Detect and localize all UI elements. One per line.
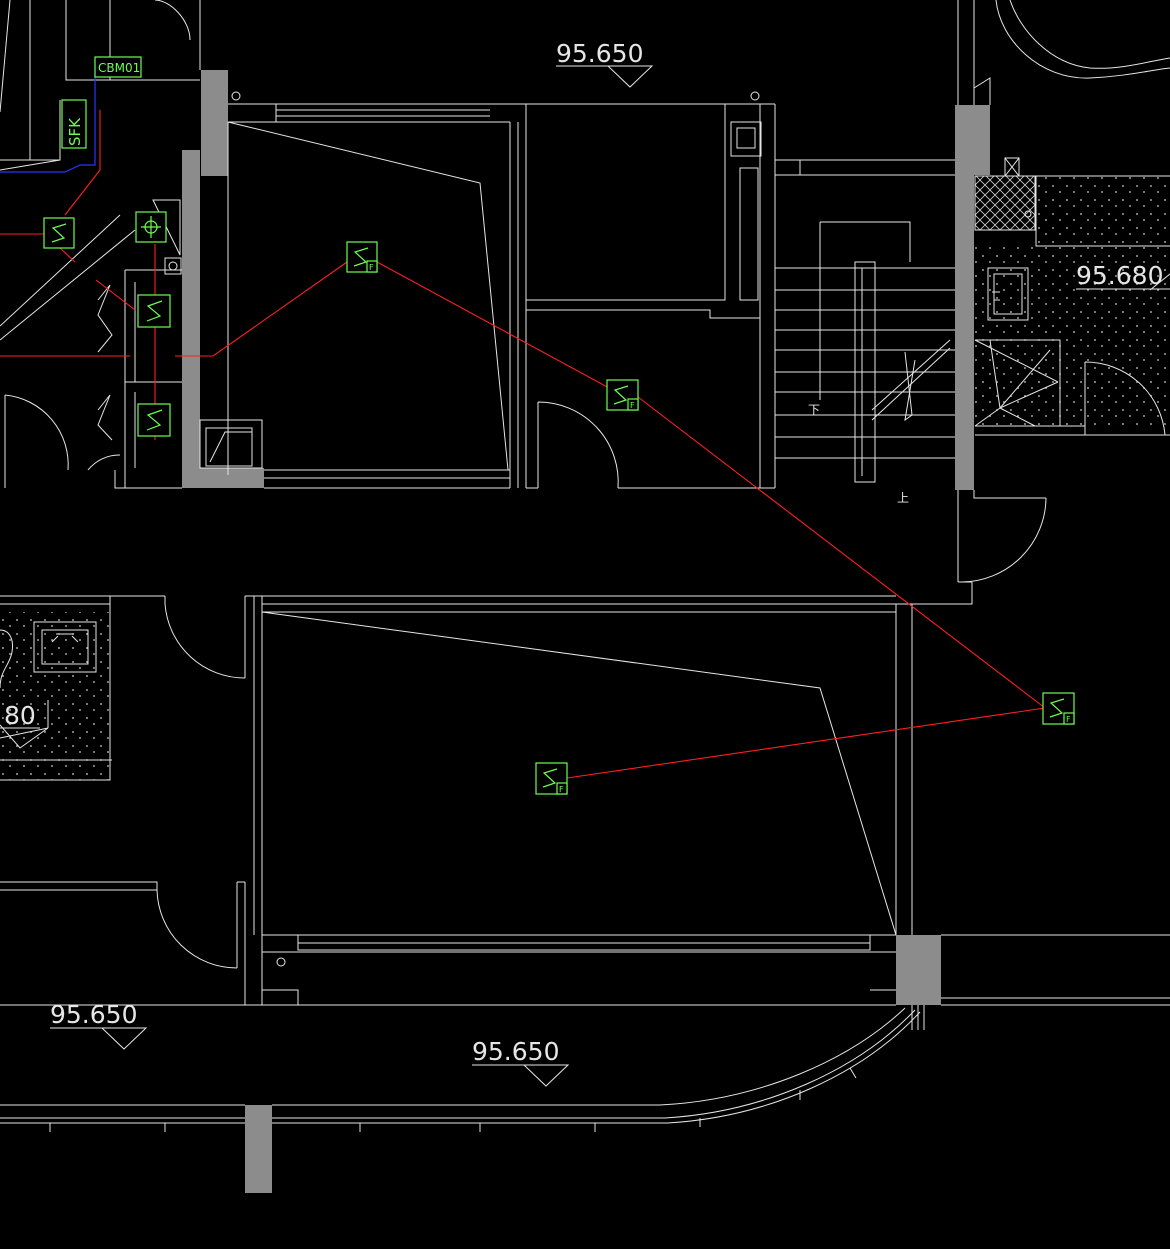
device-symbols: F F F F bbox=[43, 211, 1075, 795]
level-bottom-center-text: 95.650 bbox=[472, 1037, 559, 1066]
stair: 下 上 bbox=[775, 159, 955, 505]
alarm-device-icon[interactable] bbox=[135, 211, 167, 243]
smoke-detector-f-icon[interactable]: F bbox=[346, 241, 378, 273]
level-bottom-left-text: 95.650 bbox=[50, 1000, 137, 1029]
level-marker-left-partial: 80 bbox=[0, 701, 40, 730]
detector-suffix: F bbox=[369, 263, 374, 272]
level-marker-bottom-center: 95.650 bbox=[472, 1037, 570, 1087]
smoke-detector-icon[interactable] bbox=[137, 403, 171, 437]
elevator-shaft bbox=[525, 103, 776, 489]
curved-balcony bbox=[0, 1005, 925, 1132]
wall-columns bbox=[182, 70, 990, 1193]
top-left-room bbox=[199, 91, 775, 489]
cbm-tag-label: CBM01 bbox=[98, 61, 140, 75]
fire-alarm-wiring bbox=[0, 60, 1046, 779]
detector-suffix: F bbox=[630, 401, 635, 410]
level-markers: 95.650 95.680 80 95.650 95.650 bbox=[0, 39, 1170, 1087]
mid-left-doors bbox=[0, 596, 246, 1005]
smoke-detector-f-icon[interactable]: F bbox=[1042, 692, 1075, 725]
detector-suffix: F bbox=[559, 785, 564, 794]
smoke-detector-icon[interactable] bbox=[43, 217, 75, 249]
detector-suffix: F bbox=[1066, 715, 1071, 724]
smoke-detector-f-icon[interactable]: F bbox=[535, 762, 568, 795]
level-marker-right: 95.680 bbox=[1076, 261, 1170, 290]
stair-up-label: 上 bbox=[897, 491, 909, 505]
large-mid-room bbox=[0, 595, 1170, 1006]
sfk-tag-label: SFK bbox=[66, 117, 84, 146]
level-marker-top: 95.650 bbox=[556, 39, 654, 88]
left-utility-column bbox=[0, 0, 201, 489]
smoke-detector-icon[interactable] bbox=[137, 294, 171, 328]
level-right-text: 95.680 bbox=[1076, 261, 1163, 290]
equipment-tags: CBM01 SFK bbox=[61, 56, 142, 149]
level-marker-bottom-left: 95.650 bbox=[50, 1000, 148, 1050]
right-bathroom bbox=[957, 0, 1170, 436]
level-left-partial-text: 80 bbox=[4, 701, 36, 730]
stair-down-label: 下 bbox=[808, 403, 820, 417]
smoke-detector-f-icon[interactable]: F bbox=[606, 379, 639, 411]
corridor-door bbox=[262, 490, 1047, 605]
level-top-text: 95.650 bbox=[556, 39, 643, 68]
lower-left-bathroom bbox=[0, 595, 165, 781]
